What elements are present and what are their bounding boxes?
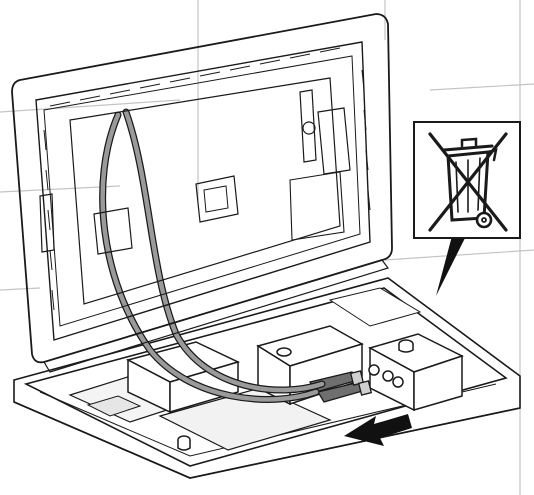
assembly-arrow xyxy=(344,414,412,446)
cover-frame xyxy=(11,13,393,373)
valve-block xyxy=(368,333,464,412)
crossed-out-wheelie-bin-icon xyxy=(428,132,508,232)
callout-pointer xyxy=(436,236,466,296)
